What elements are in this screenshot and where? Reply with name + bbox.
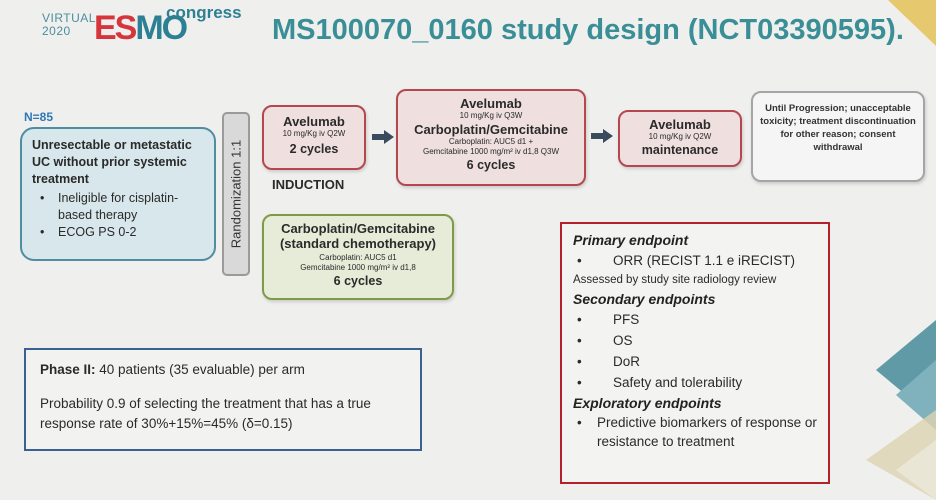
dose-text: 10 mg/Kg iv Q2W — [648, 132, 712, 141]
secondary-endpoint-heading: Secondary endpoints — [573, 291, 716, 307]
cycles-text: maintenance — [641, 143, 719, 157]
population-box: Unresectable or metastatic UC without pr… — [20, 127, 216, 261]
criteria-item: Ineligible for cisplatin-based therapy — [32, 190, 204, 224]
logo-virtual: VIRTUAL — [42, 11, 96, 25]
logo-year: 2020 — [42, 24, 71, 38]
criteria-item: ECOG PS 0-2 — [32, 224, 204, 241]
population-criteria: Ineligible for cisplatin-based therapy E… — [32, 190, 204, 241]
dose-text: 10 mg/Kg iv Q2W — [282, 129, 346, 138]
induction-box: Avelumab 10 mg/Kg iv Q2W 2 cycles — [262, 105, 366, 170]
primary-endpoint-heading: Primary endpoint — [573, 232, 689, 248]
endpoints-box: Primary endpoint ORR (RECIST 1.1 e iRECI… — [560, 222, 830, 484]
drug-name: Avelumab — [649, 117, 711, 132]
randomization-box: Randomization 1:1 — [222, 112, 250, 276]
corner-decoration — [888, 0, 936, 46]
endpoint-item: DoR — [573, 351, 817, 372]
endpoint-item: PFS — [573, 309, 817, 330]
dose-text: 10 mg/Kg iv Q3W — [459, 111, 523, 120]
dose-text: Carboplatin: AUC5 d1 + — [448, 137, 534, 146]
endpoint-item: Predictive biomarkers of response or res… — [573, 413, 817, 451]
phase-label: Phase II: — [40, 362, 96, 377]
logo-virtual-text: VIRTUAL 2020 — [42, 12, 96, 38]
exploratory-endpoint-heading: Exploratory endpoints — [573, 395, 722, 411]
until-progression-box: Until Progression; unacceptable toxicity… — [751, 91, 925, 182]
arrow-icon — [372, 130, 394, 144]
drug-name: Avelumab — [283, 114, 345, 129]
endpoint-item: Safety and tolerability — [573, 372, 817, 393]
induction-label: INDUCTION — [272, 177, 345, 192]
probability-text: Probability 0.9 of selecting the treatme… — [40, 396, 371, 431]
dose-text: Carboplatin: AUC5 d1 — [319, 253, 397, 262]
endpoint-item: ORR (RECIST 1.1 e iRECIST) — [573, 250, 817, 271]
drug-subtitle: (standard chemotherapy) — [279, 236, 437, 251]
logo-es: ES — [94, 9, 137, 47]
population-heading: Unresectable or metastatic UC without pr… — [32, 138, 192, 186]
endpoint-item: OS — [573, 330, 817, 351]
logo-mo: MO — [135, 9, 188, 47]
endpoint-note: Assessed by study site radiology review — [573, 274, 777, 286]
phase-ii-line: Phase II: 40 patients (35 evaluable) per… — [40, 360, 406, 380]
cycles-text: 2 cycles — [289, 142, 339, 156]
phase-text: 40 patients (35 evaluable) per arm — [95, 362, 305, 377]
logo-congress: congress — [166, 3, 242, 22]
dose-text: Gemcitabine 1000 mg/m² iv d1,8 Q3W — [422, 147, 560, 156]
esmo-logo: VIRTUAL 2020 ESMO congress — [42, 4, 242, 50]
standard-chemo-box: Carboplatin/Gemcitabine (standard chemot… — [262, 214, 454, 300]
logo-esmo-text: ESMO — [94, 9, 188, 47]
side-decoration — [866, 320, 936, 500]
combination-box: Avelumab 10 mg/Kg iv Q3W Carboplatin/Gem… — [396, 89, 586, 186]
sample-size-label: N=85 — [24, 110, 54, 124]
cycles-text: 6 cycles — [466, 158, 516, 172]
drug-name: Avelumab — [460, 96, 522, 111]
randomization-label: Randomization 1:1 — [228, 139, 244, 249]
drug-name: Carboplatin/Gemcitabine — [414, 122, 568, 137]
phase-ii-box: Phase II: 40 patients (35 evaluable) per… — [24, 348, 422, 451]
dose-text: Gemcitabine 1000 mg/m² iv d1,8 — [300, 263, 416, 272]
cycles-text: 6 cycles — [333, 274, 383, 288]
slide-title: MS100070_0160 study design (NCT03390595)… — [272, 14, 904, 46]
drug-name: Carboplatin/Gemcitabine — [281, 221, 435, 236]
maintenance-box: Avelumab 10 mg/Kg iv Q2W maintenance — [618, 110, 742, 167]
arrow-icon — [591, 129, 613, 143]
